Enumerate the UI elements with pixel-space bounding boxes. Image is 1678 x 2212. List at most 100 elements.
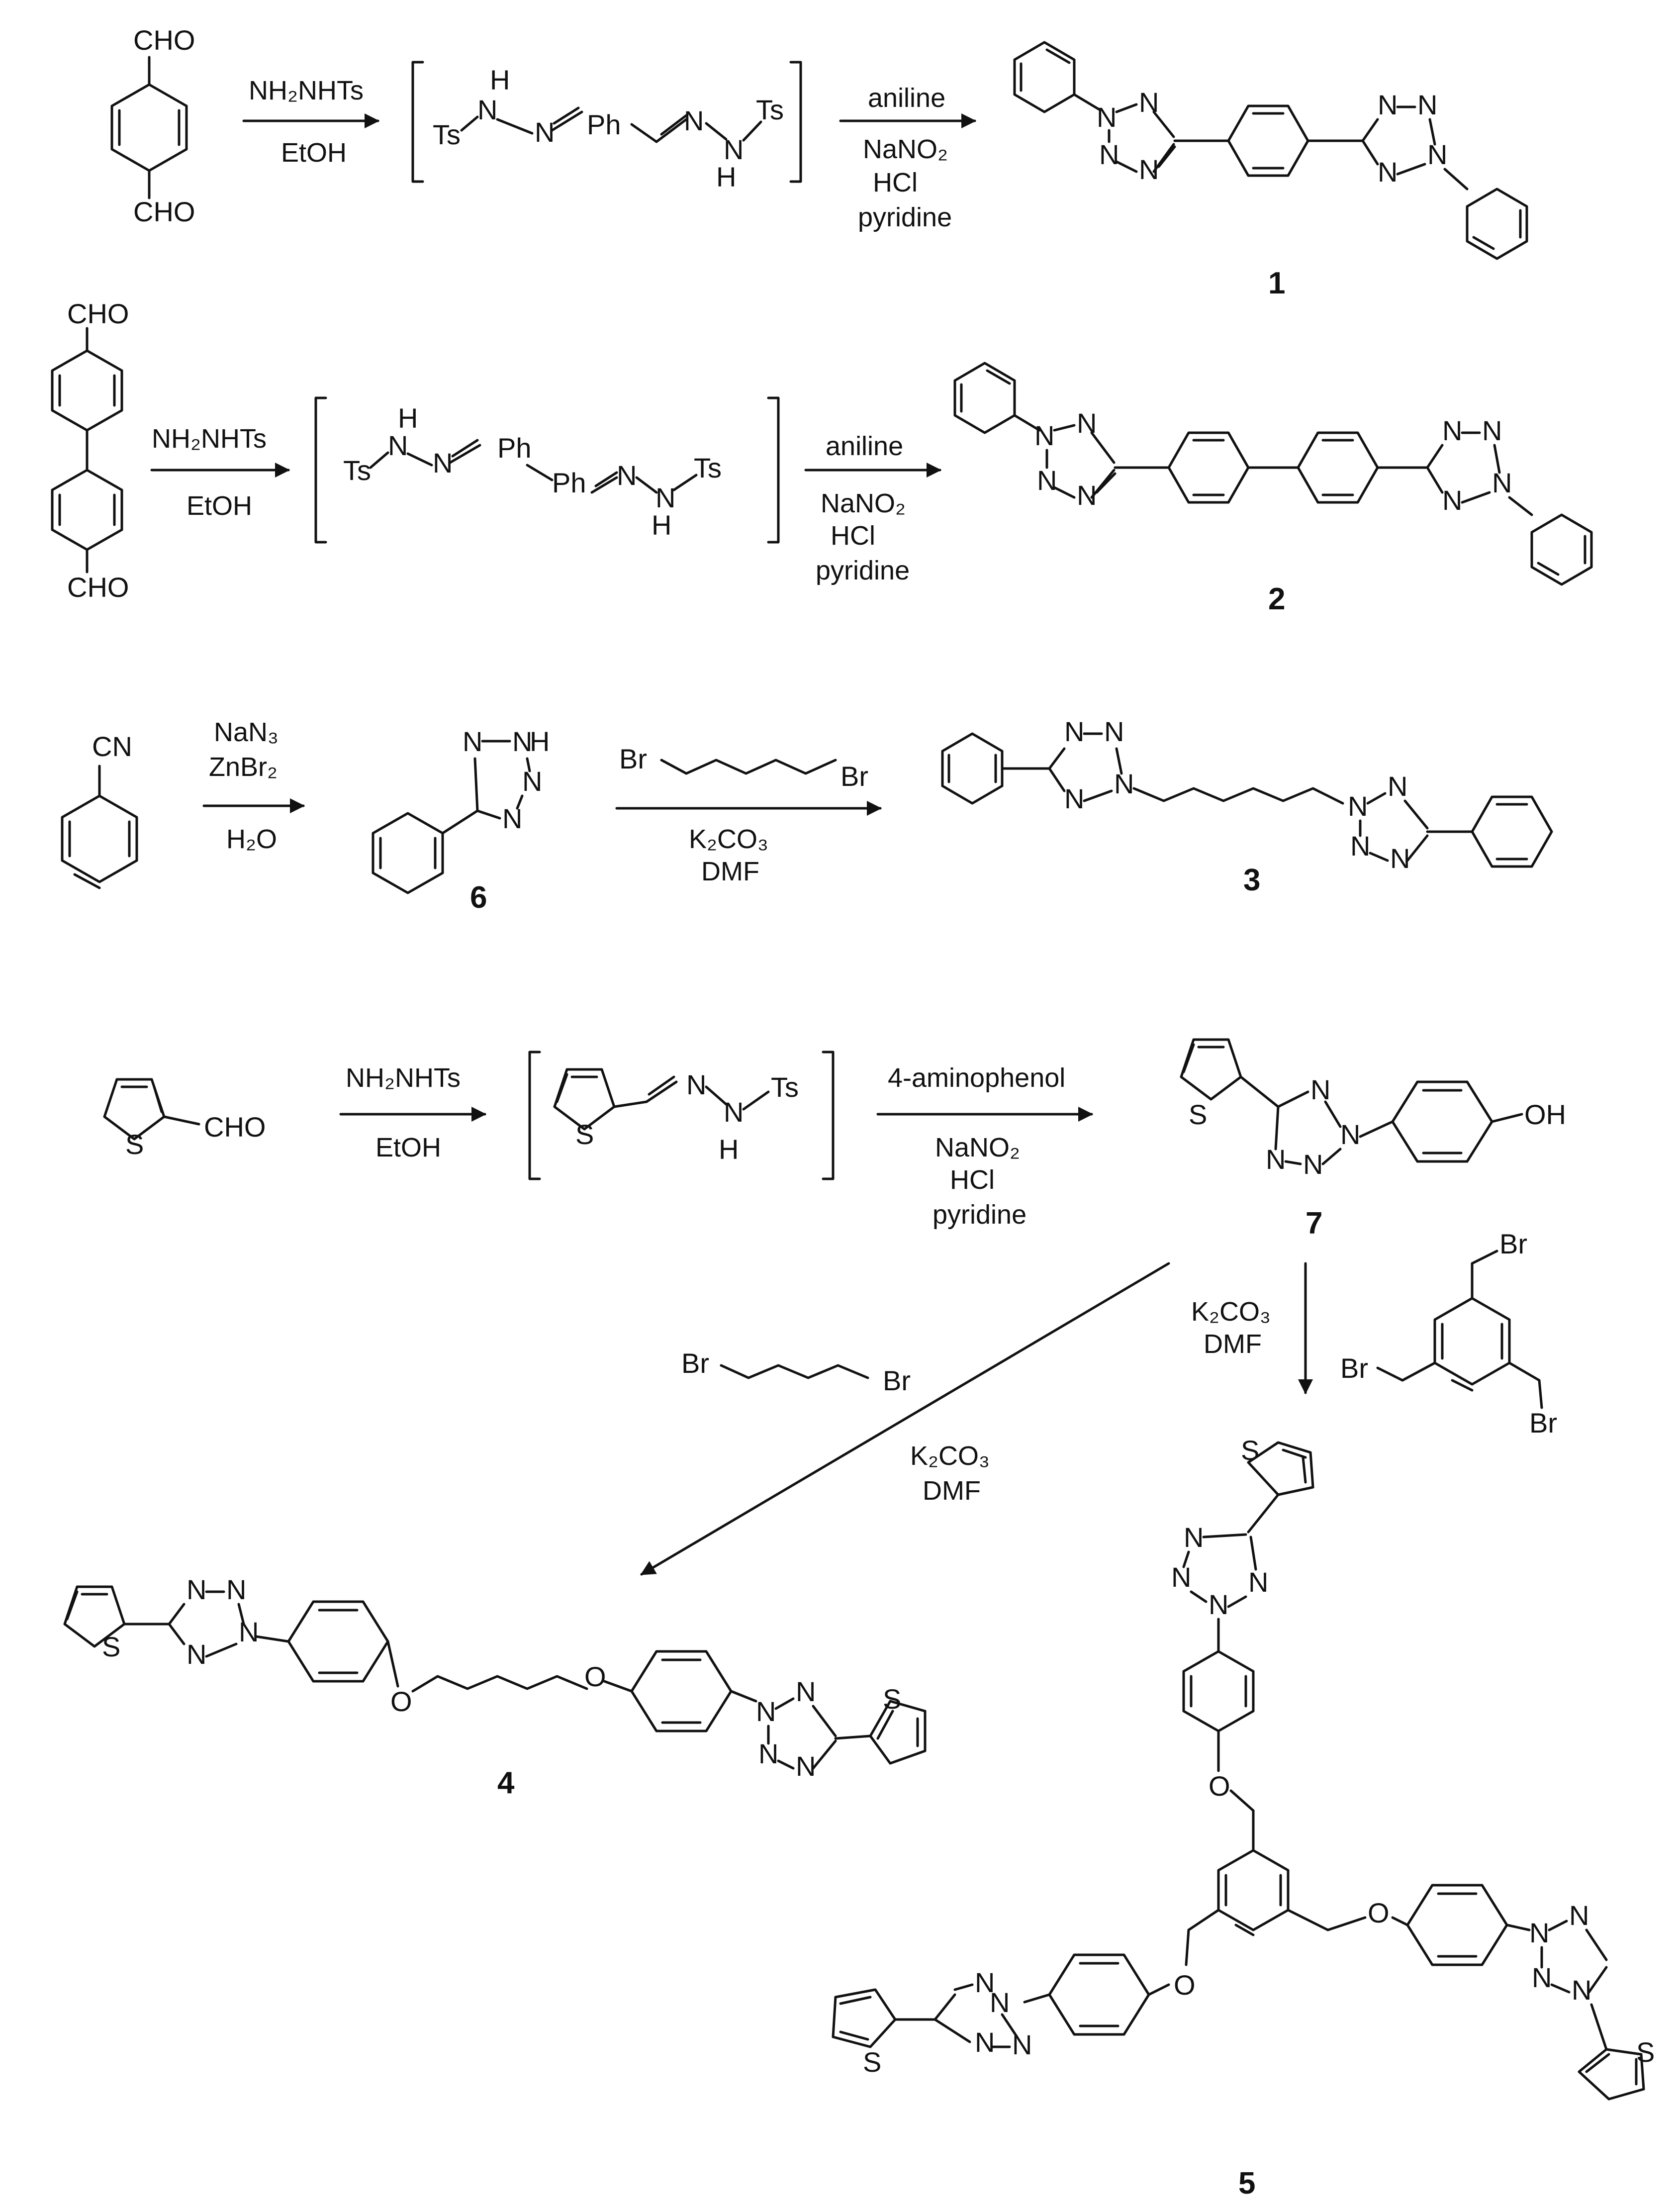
svg-text:N: N (388, 430, 408, 461)
svg-text:N: N (1340, 1119, 1360, 1150)
svg-text:O: O (584, 1661, 606, 1692)
svg-text:Ts: Ts (343, 455, 371, 486)
svg-text:S: S (1636, 2036, 1655, 2068)
svg-text:N: N (975, 1967, 995, 1998)
product-2-structure: N N N N N N N N (953, 362, 1593, 586)
svg-text:S: S (863, 2046, 881, 2078)
row2-step1: NH₂NHTs EtOH (150, 424, 290, 521)
product-3-structure: N N N N N N N N (941, 716, 1553, 874)
svg-text:HCl: HCl (950, 1165, 995, 1195)
svg-text:S: S (1241, 1435, 1259, 1466)
svg-text:N: N (1482, 415, 1502, 446)
svg-text:N: N (512, 726, 532, 757)
svg-text:N: N (796, 1750, 816, 1782)
svg-text:N: N (1388, 770, 1407, 802)
product-1-structure: N N N N N N N N (1013, 41, 1528, 260)
svg-text:EtOH: EtOH (375, 1133, 441, 1162)
svg-text:H₂O: H₂O (226, 824, 277, 854)
compound-label-2: 2 (1268, 582, 1285, 616)
branch-right-conditions: K₂CO₃ DMF Br Br Br (1191, 1228, 1557, 1439)
svg-text:H: H (716, 161, 736, 192)
branch-left-conditions: Br Br K₂CO₃ DMF (681, 1347, 990, 1506)
svg-text:S: S (1189, 1099, 1207, 1130)
compound-label-4: 4 (497, 1766, 515, 1800)
svg-text:S: S (125, 1129, 144, 1160)
svg-text:N: N (684, 105, 704, 136)
product-7-structure: S N N N N OH (1180, 1038, 1566, 1180)
svg-text:K₂CO₃: K₂CO₃ (1191, 1297, 1271, 1327)
svg-text:N: N (1427, 139, 1447, 170)
condition-solvent: EtOH (281, 138, 347, 168)
aldehyde-label-bottom: CHO (67, 572, 129, 603)
svg-text:N: N (1171, 1561, 1191, 1593)
svg-text:N: N (1442, 484, 1462, 516)
svg-text:S: S (575, 1119, 594, 1150)
compound-label-1: 1 (1268, 266, 1285, 300)
svg-text:Br: Br (1340, 1352, 1368, 1384)
product-5-structure: S N N N N O O N N N N (832, 1435, 1655, 2101)
row4-thiophene-carboxaldehyde: S CHO (103, 1078, 266, 1160)
row2-bis-hydrazone-intermediate: Ts H N N Ph Ph N N H Ts (314, 396, 780, 544)
svg-text:N: N (463, 726, 482, 757)
svg-text:Ph: Ph (552, 467, 586, 498)
svg-text:NaNO₂: NaNO₂ (863, 134, 948, 164)
row4-hydrazone-intermediate: S N N H Ts (528, 1051, 835, 1180)
svg-text:Ph: Ph (497, 432, 532, 464)
svg-text:N: N (477, 94, 497, 125)
svg-text:N: N (1442, 415, 1462, 446)
row3-dibromohexane: Br Br (619, 743, 868, 792)
svg-text:N: N (724, 134, 744, 165)
svg-text:H: H (398, 402, 418, 434)
svg-text:ZnBr₂: ZnBr₂ (209, 752, 278, 782)
svg-text:N: N (796, 1676, 816, 1707)
row4-step1: NH₂NHTs EtOH (339, 1063, 486, 1162)
svg-text:H: H (719, 1134, 739, 1165)
svg-text:N: N (990, 1987, 1010, 2018)
svg-text:N: N (522, 766, 542, 797)
svg-text:NaN₃: NaN₃ (214, 717, 279, 747)
svg-text:N: N (1097, 101, 1117, 133)
svg-text:N: N (1034, 420, 1054, 451)
compound-label-6: 6 (470, 880, 487, 915)
svg-text:O: O (1209, 1770, 1230, 1802)
svg-text:N: N (1529, 1917, 1549, 1948)
row1-step2: aniline NaNO₂ HCl pyridine (839, 83, 976, 232)
row2-step2: aniline NaNO₂ HCl pyridine (804, 431, 941, 585)
svg-text:N: N (686, 1069, 706, 1100)
svg-text:Br: Br (840, 761, 868, 792)
compound-6-phenyltetrazole: N N H N N (372, 726, 550, 894)
svg-text:N: N (1378, 89, 1398, 120)
svg-text:N: N (186, 1638, 206, 1670)
svg-text:Ph: Ph (587, 109, 621, 140)
svg-text:N: N (1390, 843, 1410, 874)
svg-text:Br: Br (1499, 1228, 1527, 1259)
svg-text:O: O (1368, 1897, 1390, 1928)
svg-text:NH₂NHTs: NH₂NHTs (346, 1063, 461, 1093)
svg-text:H: H (490, 64, 510, 96)
row2-biphenyl-dialdehyde: CHO CHO (51, 298, 129, 603)
svg-text:DMF: DMF (1204, 1329, 1262, 1359)
svg-text:N: N (1248, 1566, 1268, 1598)
svg-text:pyridine: pyridine (858, 202, 952, 232)
svg-text:NaNO₂: NaNO₂ (935, 1133, 1020, 1162)
aldehyde-label-top: CHO (67, 298, 129, 329)
svg-text:Ts: Ts (433, 119, 461, 150)
svg-text:N: N (1310, 1074, 1330, 1105)
svg-text:Ts: Ts (694, 452, 722, 483)
svg-text:aniline: aniline (826, 431, 903, 461)
svg-text:N: N (1184, 1522, 1204, 1553)
svg-text:Br: Br (619, 743, 647, 774)
svg-text:N: N (1114, 768, 1134, 799)
row1-step1: NH₂NHTs EtOH (242, 76, 379, 168)
svg-text:Br: Br (681, 1347, 709, 1379)
svg-text:EtOH: EtOH (186, 491, 252, 521)
svg-text:H: H (530, 726, 550, 757)
svg-text:N: N (226, 1574, 246, 1605)
row3-step2: K₂CO₃ DMF (615, 801, 882, 886)
svg-text:NaNO₂: NaNO₂ (821, 488, 906, 518)
svg-text:N: N (1064, 716, 1084, 747)
row4-step2: 4-aminophenol NaNO₂ HCl pyridine (876, 1063, 1093, 1230)
svg-text:N: N (1348, 790, 1368, 822)
svg-text:N: N (1037, 465, 1057, 496)
